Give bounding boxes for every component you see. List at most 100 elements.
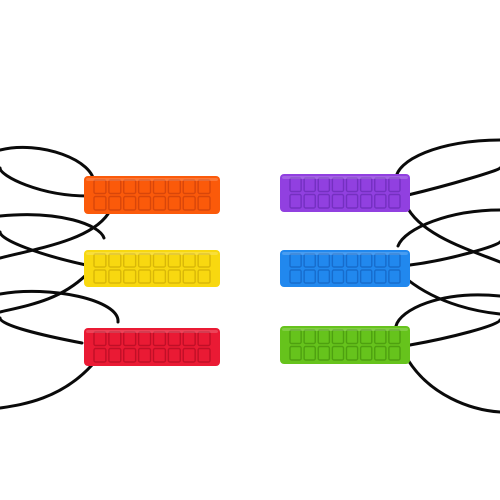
pendant-stud xyxy=(359,253,373,268)
pendant-stud xyxy=(197,331,211,347)
pendant-stud xyxy=(152,253,167,268)
pendant-stud xyxy=(345,345,359,361)
pendant-stud xyxy=(388,329,401,345)
pendant-stud xyxy=(167,331,181,347)
pendant-stud xyxy=(374,345,387,361)
pendant-stud xyxy=(388,345,401,361)
pendant-stud xyxy=(182,195,196,211)
pendant-purple xyxy=(280,174,410,212)
pendant-stud xyxy=(123,253,137,268)
pendant-stud xyxy=(374,269,387,284)
cord-red xyxy=(0,289,120,410)
pendant-stud xyxy=(374,253,387,268)
pendant-stud xyxy=(374,177,387,193)
pendant-stud xyxy=(93,347,107,363)
pendant-stud xyxy=(152,331,167,347)
pendant-stud xyxy=(359,269,373,284)
pendant-stud xyxy=(182,253,196,268)
pendant-stud xyxy=(152,269,167,284)
pendant-stud xyxy=(123,195,137,211)
pendant-stud xyxy=(108,269,122,284)
pendant-stud xyxy=(388,177,401,193)
pendant-stud xyxy=(123,179,137,195)
pendant-stud xyxy=(289,329,302,345)
pendant-stud xyxy=(303,253,316,268)
pendant-stud xyxy=(167,347,181,363)
pendant-stud xyxy=(303,329,316,345)
pendant-highlight xyxy=(282,176,408,179)
necklace-cords xyxy=(0,138,500,414)
pendant-stud xyxy=(303,345,316,361)
pendant-stud xyxy=(317,177,331,193)
pendant-stud xyxy=(137,253,152,268)
pendant-stud xyxy=(93,269,107,284)
pendant-stud xyxy=(137,195,152,211)
pendant-stud xyxy=(93,331,107,347)
pendant-orange xyxy=(84,176,220,214)
pendant-stud xyxy=(317,253,331,268)
pendant-stud xyxy=(197,195,211,211)
pendant-stud xyxy=(197,269,211,284)
pendant-green xyxy=(280,326,410,364)
pendant-stud xyxy=(359,177,373,193)
pendant-stud xyxy=(303,269,316,284)
pendant-stud xyxy=(182,347,196,363)
pendant-stud xyxy=(374,193,387,209)
pendant-stud xyxy=(289,177,302,193)
pendant-red xyxy=(84,328,220,366)
pendant-stud xyxy=(359,345,373,361)
pendant-stud xyxy=(167,195,181,211)
pendant-stud xyxy=(331,269,345,284)
pendant-stud xyxy=(303,193,316,209)
pendant-stud xyxy=(317,329,331,345)
pendant-highlight xyxy=(86,252,218,255)
pendant-stud xyxy=(345,329,359,345)
pendant-stud xyxy=(152,179,167,195)
pendant-stud xyxy=(167,253,181,268)
pendant-stud xyxy=(317,269,331,284)
pendant-stud xyxy=(388,269,401,284)
pendant-stud xyxy=(167,179,181,195)
pendant-stud xyxy=(108,179,122,195)
pendant-stud xyxy=(345,253,359,268)
pendant-stud xyxy=(167,269,181,284)
pendant-stud xyxy=(289,253,302,268)
pendant-stud xyxy=(359,329,373,345)
pendant-stud xyxy=(331,345,345,361)
pendant-stud xyxy=(123,269,137,284)
pendant-stud xyxy=(197,347,211,363)
pendant-stud xyxy=(108,195,122,211)
pendant-stud xyxy=(108,347,122,363)
pendant-blue xyxy=(280,250,410,287)
pendant-stud xyxy=(331,253,345,268)
pendant-stud xyxy=(93,179,107,195)
pendant-stud xyxy=(359,193,373,209)
cord-green xyxy=(394,293,500,414)
pendant-stud xyxy=(345,269,359,284)
pendant-stud xyxy=(303,177,316,193)
pendant-stud xyxy=(137,331,152,347)
pendant-highlight xyxy=(282,252,408,255)
pendant-stud xyxy=(345,177,359,193)
pendant-stud xyxy=(388,193,401,209)
pendant-stud xyxy=(289,269,302,284)
pendant-stud xyxy=(289,345,302,361)
pendant-stud xyxy=(331,193,345,209)
cord-purple xyxy=(394,138,500,264)
pendant-highlight xyxy=(86,330,218,333)
cord-yellow xyxy=(0,213,106,314)
pendant-stud xyxy=(331,177,345,193)
pendant-stud xyxy=(93,195,107,211)
pendant-stud xyxy=(182,179,196,195)
pendant-group xyxy=(84,174,410,366)
pendant-stud xyxy=(137,179,152,195)
pendant-stud xyxy=(137,347,152,363)
pendant-highlight xyxy=(86,178,218,181)
pendant-stud xyxy=(182,331,196,347)
pendant-stud xyxy=(317,345,331,361)
pendant-stud xyxy=(345,193,359,209)
pendant-stud xyxy=(152,195,167,211)
pendant-stud xyxy=(137,269,152,284)
pendant-stud xyxy=(123,347,137,363)
